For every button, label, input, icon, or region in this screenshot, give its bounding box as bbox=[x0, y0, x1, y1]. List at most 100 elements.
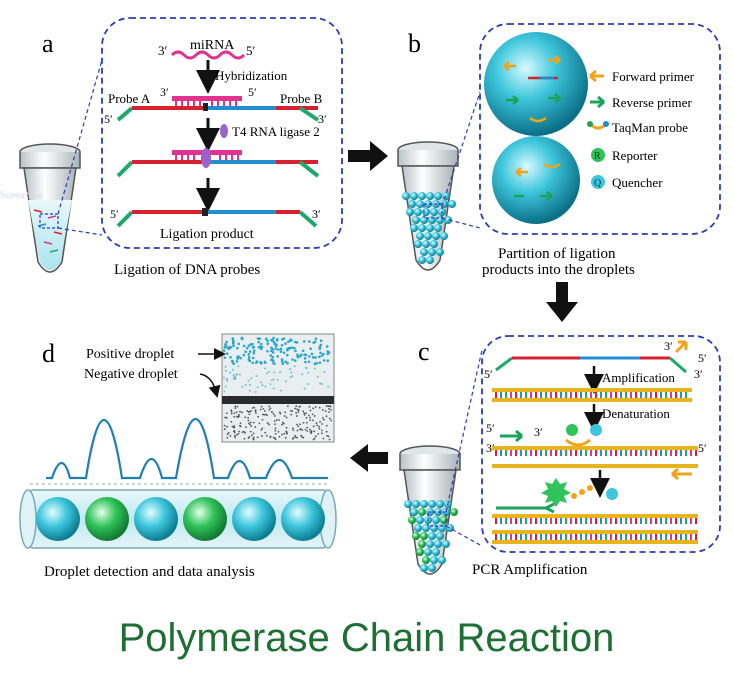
arrow-b-to-c bbox=[546, 282, 578, 322]
a-mirna-5prime: 5′ bbox=[246, 43, 256, 58]
tube-b-droplet bbox=[434, 224, 442, 232]
tube-c-droplet bbox=[420, 500, 428, 508]
negative-droplet bbox=[134, 497, 178, 541]
droplet-sphere-bottom bbox=[492, 136, 580, 224]
tube-b-droplet bbox=[426, 192, 434, 200]
panel-c-box bbox=[481, 335, 721, 553]
tube-b-droplet bbox=[426, 224, 434, 232]
fluorescence-image bbox=[221, 333, 335, 443]
reporter-glyph: R bbox=[594, 151, 601, 162]
c-denaturation: Denaturation bbox=[602, 406, 670, 421]
tube-c-droplet bbox=[426, 540, 434, 548]
a-row3-3prime: 3′ bbox=[312, 207, 321, 221]
tube-b-droplet bbox=[432, 232, 440, 240]
tube-b-droplet bbox=[422, 240, 430, 248]
tube-b-droplet bbox=[442, 192, 450, 200]
tube-b-droplet bbox=[430, 240, 438, 248]
reporter-burst bbox=[541, 478, 571, 507]
a-row1-5prime: 5′ bbox=[248, 85, 257, 99]
tube-c-droplet bbox=[422, 556, 430, 564]
panel-b-box bbox=[479, 23, 721, 235]
c-extension bbox=[492, 478, 698, 544]
tube-c-droplet bbox=[440, 516, 448, 524]
tube-c-droplet bbox=[436, 532, 444, 540]
d-title: Droplet detection and data analysis bbox=[44, 564, 255, 580]
signal-trace bbox=[46, 417, 328, 480]
tube-c-droplet bbox=[416, 548, 424, 556]
tube-b-droplet bbox=[414, 208, 422, 216]
c-den-3prime-left-b: 3′ bbox=[486, 441, 495, 455]
panel-c: c 5′ 3′ 5′ 3′ Amplification bbox=[399, 335, 721, 578]
tube-b-droplet bbox=[444, 216, 452, 224]
a-probe-b: Probe B bbox=[280, 91, 323, 106]
negative-droplet bbox=[281, 497, 325, 541]
tube-b bbox=[397, 141, 459, 271]
tube-b-droplet bbox=[418, 192, 426, 200]
panel-c-letter: c bbox=[418, 337, 430, 366]
tube-c-droplet bbox=[410, 508, 418, 516]
tube-c-droplet bbox=[412, 532, 420, 540]
tube-c-droplet bbox=[436, 500, 444, 508]
a-ligase: T4 RNA ligase 2 bbox=[232, 124, 320, 139]
c-row1-3prime-b: 3′ bbox=[694, 367, 703, 381]
tube-b-droplet bbox=[420, 248, 428, 256]
tube-c-droplet bbox=[430, 556, 438, 564]
mirna-strand bbox=[170, 50, 246, 60]
tube-b-droplet bbox=[426, 256, 434, 264]
a-ligation-product-label: Ligation product bbox=[160, 227, 254, 242]
tube-c-droplet bbox=[446, 524, 454, 532]
tube-c-droplet bbox=[418, 508, 426, 516]
tube-c-droplet bbox=[408, 516, 416, 524]
reporter-icon bbox=[591, 148, 605, 162]
tube-c-droplet bbox=[450, 508, 458, 516]
a-title: Ligation of DNA probes bbox=[114, 262, 260, 278]
tube-b-droplet bbox=[436, 216, 444, 224]
legend-quencher: Quencher bbox=[612, 175, 663, 190]
tube-b-droplet bbox=[448, 200, 456, 208]
legend: Forward primer Reverse primer TaqMan pro… bbox=[587, 69, 695, 190]
tube-c-droplet bbox=[438, 524, 446, 532]
tube-b-droplet bbox=[422, 208, 430, 216]
panel-b-letter: b bbox=[408, 29, 421, 58]
tube-b-droplet bbox=[410, 192, 418, 200]
legend-reporter: Reporter bbox=[612, 148, 658, 163]
forward-primer-icon bbox=[589, 69, 604, 83]
tube-c bbox=[399, 445, 461, 575]
c-row1-3prime-a: 3′ bbox=[664, 339, 673, 353]
tube-c-droplet bbox=[438, 556, 446, 564]
tube-c-droplet bbox=[420, 564, 428, 572]
tube-c-droplet bbox=[412, 500, 420, 508]
tube-c-droplet bbox=[404, 500, 412, 508]
c-den-5prime-right: 5′ bbox=[698, 441, 707, 455]
quencher-glyph: Q bbox=[594, 178, 602, 189]
negative-droplet bbox=[36, 497, 80, 541]
c-amplification: Amplification bbox=[602, 370, 675, 385]
tube-b-droplet bbox=[418, 224, 426, 232]
droplet-channel bbox=[19, 489, 337, 549]
tube-b-droplet bbox=[412, 216, 420, 224]
c-row1-5prime-b: 5′ bbox=[698, 351, 707, 365]
positive-droplet bbox=[85, 497, 129, 541]
c-den-3prime-left-a: 3′ bbox=[534, 425, 543, 439]
panel-a: a Screen Shot 3′ miRNA 5′ bbox=[0, 17, 343, 278]
panel-d: d Positive droplet Negative droplet Drop… bbox=[19, 333, 337, 580]
tube-b-droplet bbox=[440, 232, 448, 240]
b-title-line1: Partition of ligation bbox=[498, 246, 616, 262]
tube-b-droplet bbox=[416, 232, 424, 240]
positive-droplet bbox=[183, 497, 227, 541]
caption-title: Polymerase Chain Reaction bbox=[118, 616, 615, 660]
a-row1-left-5prime: 5′ bbox=[104, 112, 113, 126]
arrow-c-to-d bbox=[350, 444, 388, 472]
a-row1-3prime: 3′ bbox=[160, 85, 169, 99]
tube-a bbox=[19, 143, 81, 273]
tube-b-droplet bbox=[408, 200, 416, 208]
tube-b-droplet bbox=[402, 192, 410, 200]
legend-taqman-probe: TaqMan probe bbox=[612, 120, 688, 135]
tube-c-droplet bbox=[416, 516, 424, 524]
droplet-sphere-top bbox=[484, 32, 588, 136]
d-negative-label: Negative droplet bbox=[84, 367, 178, 382]
panel-a-box bbox=[101, 17, 343, 249]
tube-c-droplet bbox=[424, 548, 432, 556]
arrow-a-to-b bbox=[348, 141, 388, 171]
